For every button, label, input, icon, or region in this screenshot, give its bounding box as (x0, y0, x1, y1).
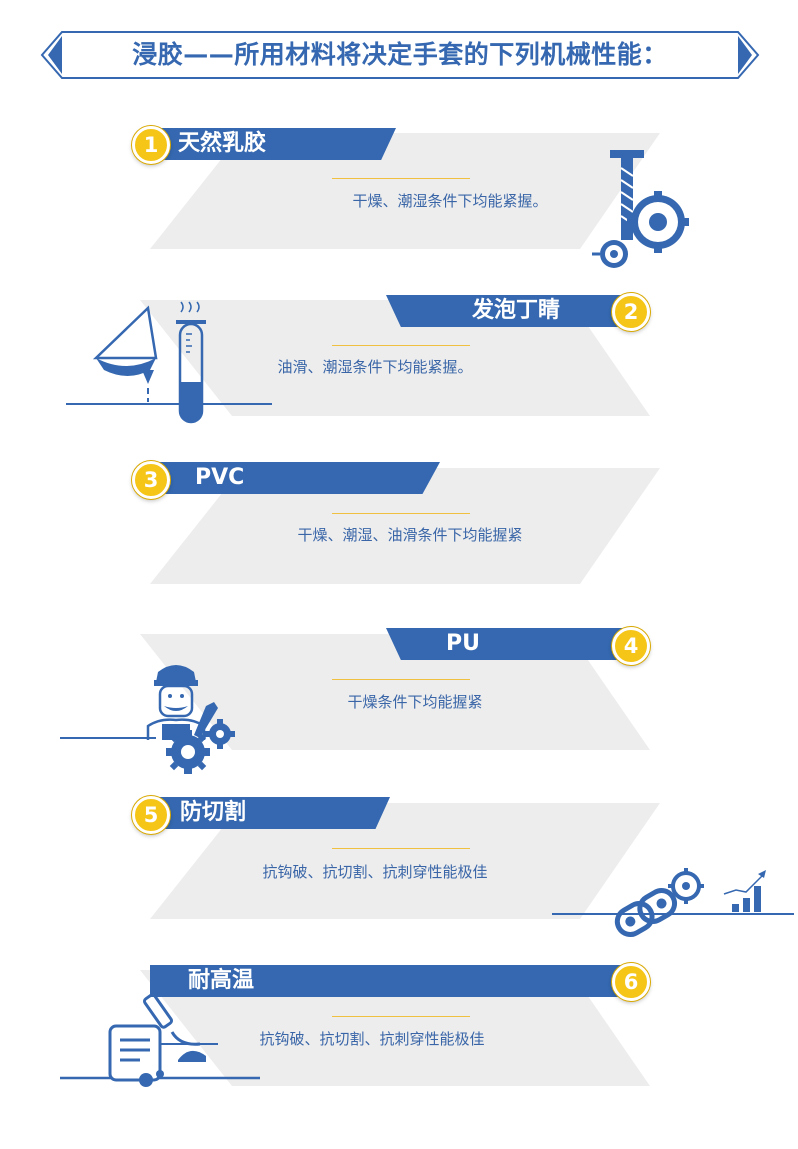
title-banner: 浸胶——所用材料将决定手套的下列机械性能： (40, 30, 760, 80)
section-2-panel (140, 300, 650, 416)
section-6-panel (140, 970, 650, 1086)
section-6-ribbon (150, 965, 628, 997)
section-3-panel (150, 468, 660, 584)
section-4-description: 干燥条件下均能握紧 (347, 693, 483, 711)
section-1-panel (150, 133, 660, 249)
section-2-number-badge: 2 (612, 293, 650, 331)
section-5-panel (150, 803, 660, 919)
section-6-divider (332, 1016, 470, 1017)
section-3-divider (332, 513, 470, 514)
section-3-description: 干燥、潮湿、油滑条件下均能握紧 (297, 526, 523, 544)
mechanic-worker-icon (60, 665, 235, 774)
section-6-label: 耐高温 (188, 968, 255, 993)
section-6-number-badge: 6 (612, 963, 650, 1001)
section-4-label: PU (446, 631, 480, 656)
page-title: 浸胶——所用材料将决定手套的下列机械性能： (132, 40, 668, 69)
section-5-ribbon (148, 797, 390, 829)
section-1-description: 干燥、潮湿条件下均能紧握。 (352, 192, 548, 210)
section-2-divider (332, 345, 470, 346)
gear-lever-icon (592, 150, 689, 268)
document-microscope-icon (60, 993, 260, 1087)
chain-growth-icon (552, 868, 794, 937)
section-5-divider (332, 848, 470, 849)
section-1-divider (332, 178, 470, 179)
section-2-label: 发泡丁睛 (472, 298, 561, 323)
title-frame (40, 31, 760, 79)
section-5-description: 抗钩破、抗切割、抗刺穿性能极佳 (262, 863, 488, 881)
section-3-number-badge: 3 (132, 461, 170, 499)
section-5-label: 防切割 (180, 800, 247, 825)
section-4-number-badge: 4 (612, 627, 650, 665)
section-1-label: 天然乳胶 (178, 131, 267, 156)
section-3-ribbon (148, 462, 440, 494)
section-5-number-badge: 5 (132, 796, 170, 834)
section-1-number-badge: 1 (132, 126, 170, 164)
section-4-panel (140, 634, 650, 750)
lab-glassware-icon (66, 301, 272, 424)
section-2-description: 油滑、潮湿条件下均能紧握。 (277, 358, 473, 376)
section-1-ribbon (148, 128, 396, 160)
section-2-ribbon (386, 295, 634, 327)
section-3-label: PVC (195, 465, 245, 490)
section-6-description: 抗钩破、抗切割、抗刺穿性能极佳 (259, 1030, 485, 1048)
section-4-divider (332, 679, 470, 680)
section-4-ribbon (386, 628, 634, 660)
